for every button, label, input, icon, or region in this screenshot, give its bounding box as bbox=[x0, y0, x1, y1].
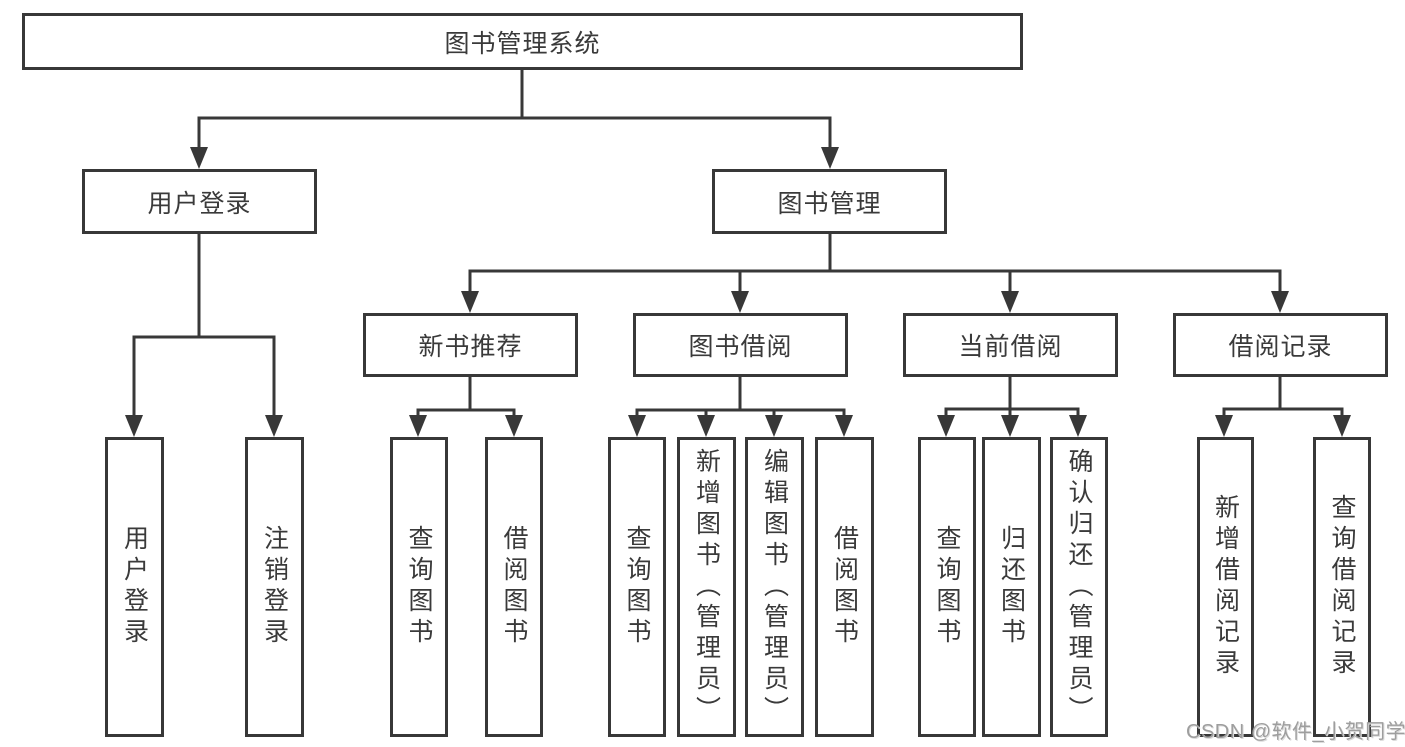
leaf-cb-query-books: 查询图书 bbox=[918, 437, 976, 737]
watermark: CSDN @软件_小贺同学 bbox=[1186, 721, 1405, 743]
leaf-br-add-record: 新增借阅记录 bbox=[1197, 437, 1254, 737]
leaf-cb-return-books: 归还图书 bbox=[982, 437, 1041, 737]
node-user-login: 用户登录 bbox=[82, 169, 317, 234]
leaf-cb-confirm-return-admin: 确认归还（管理员） bbox=[1050, 437, 1108, 737]
leaf-bb-borrow-books: 借阅图书 bbox=[815, 437, 874, 737]
leaf-rec-query-books: 查询图书 bbox=[390, 437, 448, 737]
node-book-borrow: 图书借阅 bbox=[633, 313, 848, 377]
leaf-br-query-record: 查询借阅记录 bbox=[1313, 437, 1371, 737]
leaf-rec-borrow-books: 借阅图书 bbox=[485, 437, 543, 737]
leaf-user-login: 用户登录 bbox=[105, 437, 164, 737]
node-borrow-records: 借阅记录 bbox=[1173, 313, 1388, 377]
node-book-management: 图书管理 bbox=[712, 169, 947, 234]
leaf-bb-query-books: 查询图书 bbox=[608, 437, 666, 737]
leaf-logout: 注销登录 bbox=[245, 437, 304, 737]
node-new-book-recommend: 新书推荐 bbox=[363, 313, 578, 377]
leaf-bb-add-books-admin: 新增图书（管理员） bbox=[677, 437, 736, 737]
node-root: 图书管理系统 bbox=[22, 13, 1023, 70]
leaf-bb-edit-books-admin: 编辑图书（管理员） bbox=[745, 437, 804, 737]
node-current-borrow: 当前借阅 bbox=[903, 313, 1118, 377]
